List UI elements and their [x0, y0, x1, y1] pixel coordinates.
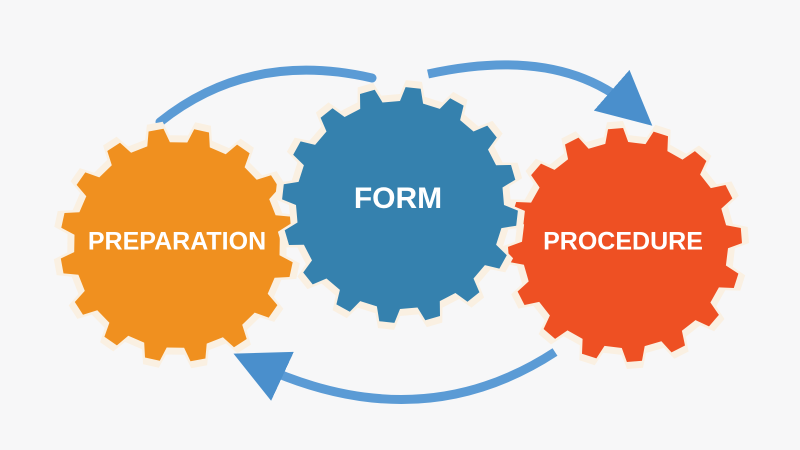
gear-form: FORM [275, 80, 525, 330]
gear-procedure: PROCEDURE [501, 121, 749, 369]
arrow-procedure-to-preparation [233, 348, 558, 404]
gear-preparation: PREPARATION [53, 121, 301, 369]
gear-label-preparation: PREPARATION [88, 228, 266, 256]
gear-label-procedure: PROCEDURE [543, 228, 703, 256]
arrow-preparation-to-form [155, 65, 377, 127]
gear-label-form: FORM [354, 182, 442, 215]
arrow-form-to-procedure [427, 60, 653, 126]
